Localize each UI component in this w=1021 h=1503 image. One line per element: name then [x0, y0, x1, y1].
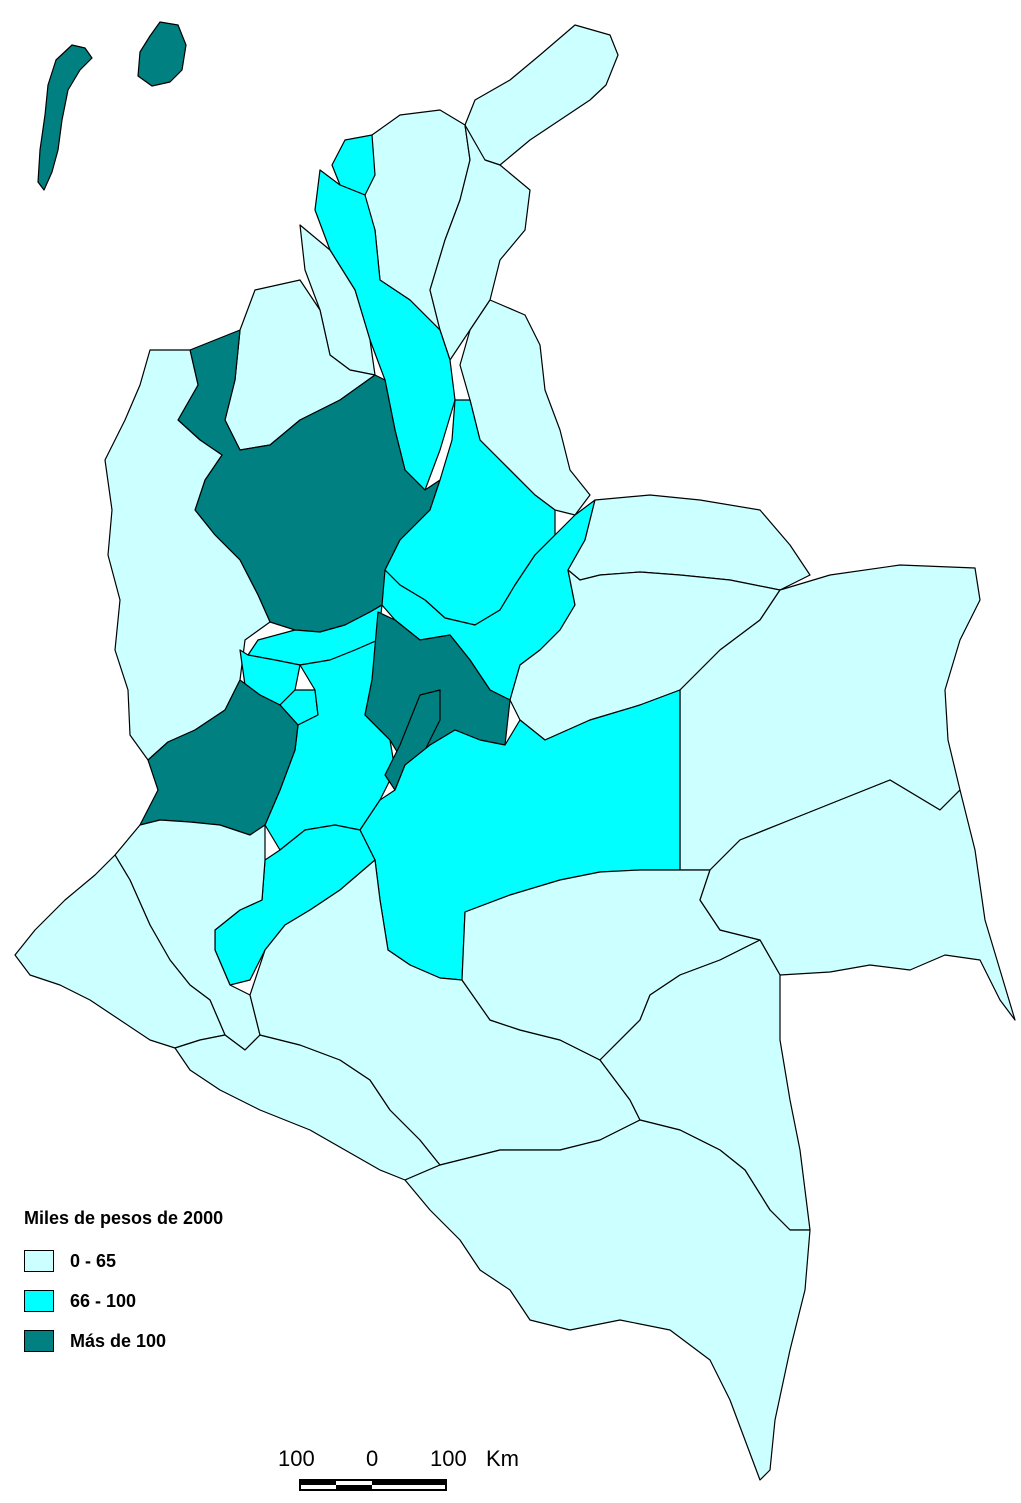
legend-label-high: Más de 100 — [70, 1330, 167, 1351]
scale-label-mid: 0 — [366, 1446, 379, 1471]
scale-label-right: 100 — [430, 1446, 467, 1471]
legend-swatch-mid — [24, 1290, 54, 1312]
department-providencia[interactable] — [137, 21, 187, 87]
department-san-andres[interactable] — [37, 44, 93, 191]
legend-item-high: Más de 100 — [24, 1321, 223, 1361]
legend-swatch-low — [24, 1250, 54, 1272]
map-legend: Miles de pesos de 2000 0 - 65 66 - 100 M… — [24, 1208, 223, 1361]
department-la-guajira[interactable] — [464, 24, 619, 166]
legend-swatch-high — [24, 1330, 54, 1352]
legend-item-low: 0 - 65 — [24, 1241, 223, 1281]
scale-label-left: 100 — [278, 1446, 315, 1471]
scale-bar: 100 0 100 Km — [278, 1446, 538, 1503]
scale-bar-graphic — [299, 1479, 447, 1491]
department-narino[interactable] — [14, 854, 226, 1049]
department-norte-santander[interactable] — [459, 299, 591, 516]
scale-labels: 100 0 100 Km — [278, 1446, 538, 1474]
legend-label-low: 0 - 65 — [70, 1250, 117, 1271]
scale-unit: Km — [486, 1446, 519, 1471]
department-amazonas[interactable] — [404, 1119, 811, 1481]
legend-label-mid: 66 - 100 — [70, 1290, 137, 1311]
legend-item-mid: 66 - 100 — [24, 1281, 223, 1321]
legend-title: Miles de pesos de 2000 — [24, 1208, 224, 1228]
